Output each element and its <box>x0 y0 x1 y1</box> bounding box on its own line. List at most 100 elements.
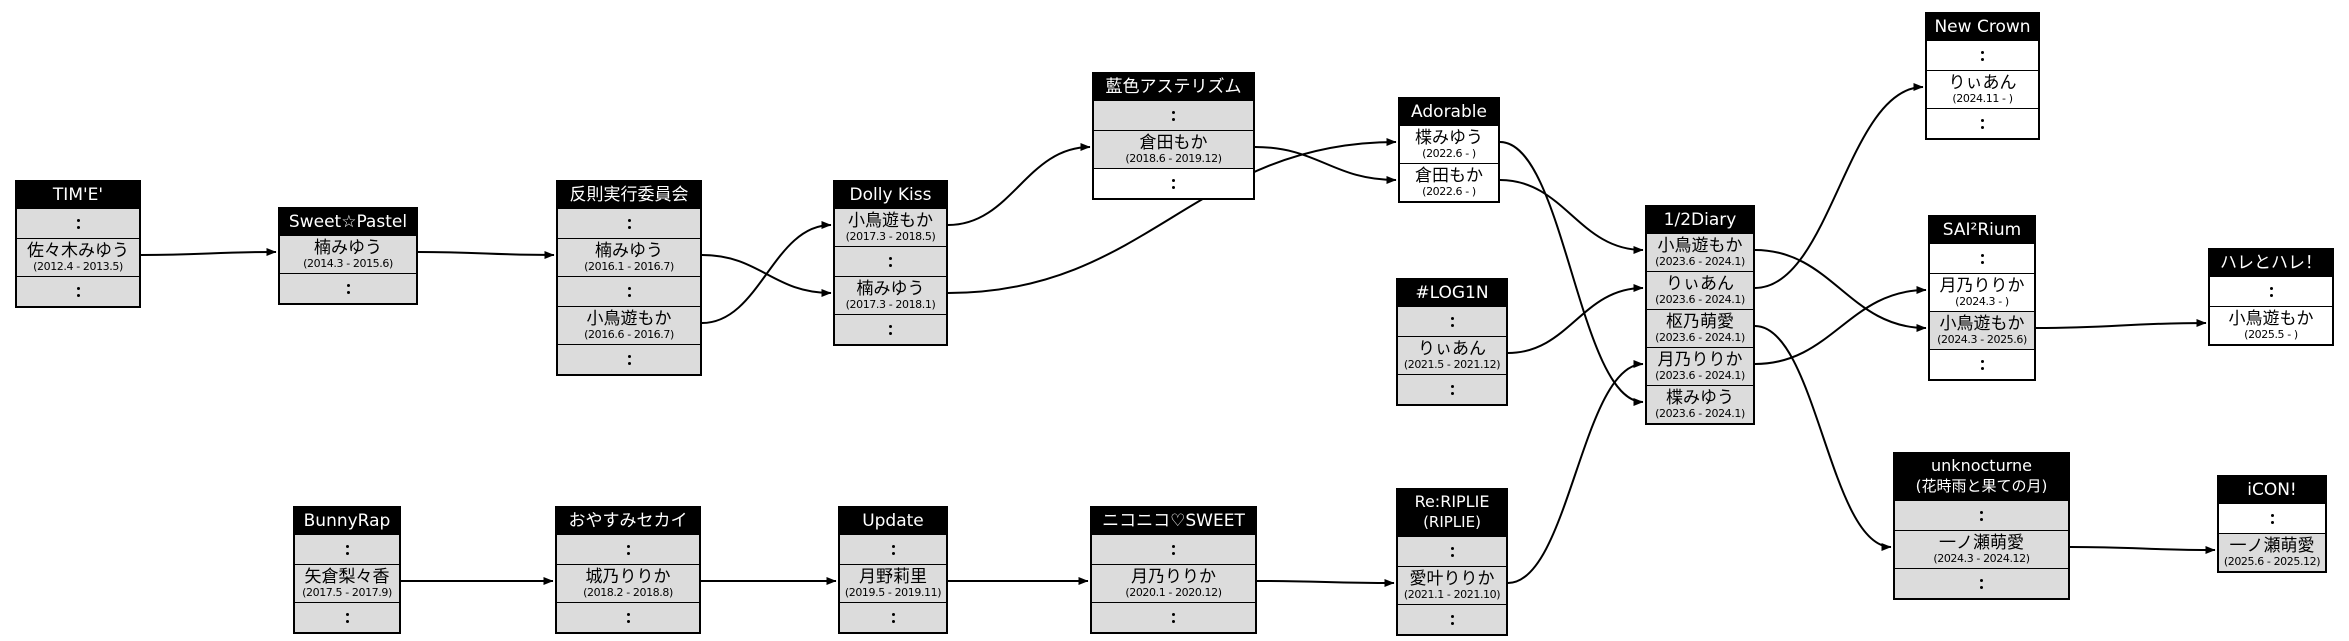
group-node-hansoku: 反則実行委員会楠みゆう(2016.1 - 2016.7)小鳥遊もか(2016.6… <box>556 180 702 376</box>
group-node-hare-to-hare: ハレとハレ！ 小鳥遊もか(2025.5 - ) <box>2208 248 2334 346</box>
ellipsis-row <box>557 534 699 564</box>
member-name: 矢倉梨々香 <box>304 567 390 587</box>
ellipsis-dot <box>626 619 630 623</box>
ellipsis-dot <box>891 544 895 548</box>
group-title: Sweet☆Pastel <box>288 212 408 232</box>
member-row: 小鳥遊もか(2024.3 - 2025.6) <box>1930 311 2034 349</box>
member-dates: (2024.3 - 2025.6) <box>1937 333 2027 346</box>
group-title: ニコニコ♡SWEET <box>1102 511 1245 531</box>
member-name: 楠みゆう <box>856 279 925 299</box>
member-row: 一ノ瀬萌愛(2024.3 - 2024.12) <box>1895 530 2068 568</box>
ellipsis-dot <box>76 286 80 290</box>
group-header: BunnyRap <box>295 508 399 534</box>
group-title: ハレとハレ！ <box>2220 253 2322 273</box>
member-row: 小鳥遊もか(2016.6 - 2016.7) <box>558 306 700 344</box>
member-dates: (2017.3 - 2018.5) <box>845 230 936 243</box>
member-dates: (2017.5 - 2017.9) <box>302 586 392 599</box>
group-title: #LOG1N <box>1415 283 1489 303</box>
group-title: 1/2Diary <box>1663 210 1737 230</box>
ellipsis-dot <box>1981 118 1984 122</box>
group-node-re-riplie: Re:RIPLIE(RIPLIE)愛叶りりか(2021.1 - 2021.10) <box>1396 488 1508 636</box>
member-name: 小鳥遊もか <box>848 211 933 231</box>
ellipsis-dot <box>626 544 630 548</box>
edge-half-diary-to-unknocturne <box>1754 325 1892 551</box>
member-dates: (2017.3 - 2018.1) <box>845 298 936 311</box>
ellipsis-dot <box>889 331 892 335</box>
group-title: Re:RIPLIE <box>1414 492 1490 511</box>
member-row: 小鳥遊もか(2025.5 - ) <box>2210 306 2332 344</box>
ellipsis-row <box>1930 349 2034 379</box>
group-title: Adorable <box>1411 102 1487 122</box>
ellipsis-dot <box>1981 50 1984 54</box>
edge-hansoku-to-dolly-kiss <box>701 221 832 324</box>
member-dates: (2025.5 - ) <box>2244 328 2298 341</box>
ellipsis-row <box>2210 276 2332 306</box>
member-dates: (2025.6 - 2025.12) <box>2223 555 2321 568</box>
ellipsis-dot <box>346 290 350 294</box>
member-dates: (2018.6 - 2019.12) <box>1125 152 1222 165</box>
ellipsis-dot <box>1980 260 1984 264</box>
ellipsis-dot <box>1172 612 1175 616</box>
ellipsis-row <box>835 246 946 276</box>
ellipsis-row <box>1895 568 2068 598</box>
member-name: 楪みゆう <box>1666 388 1734 408</box>
group-node-aiiro: 藍色アステリズム倉田もか(2018.6 - 2019.12) <box>1092 72 1255 200</box>
member-dates: (2018.2 - 2018.8) <box>583 586 673 599</box>
member-name: 愛叶りりか <box>1409 569 1495 589</box>
member-row: りぃあん(2024.11 - ) <box>1927 70 2038 108</box>
member-row: 佐々木みゆう(2012.4 - 2013.5) <box>17 238 139 276</box>
member-name: 倉田もか <box>1139 133 1208 153</box>
edge-half-diary-to-new-crown <box>1754 83 1924 289</box>
member-row: 倉田もか(2022.6 - ) <box>1400 163 1498 201</box>
ellipsis-dot <box>345 619 349 623</box>
edge-half-diary-to-sai2rium <box>1754 286 1927 365</box>
ellipsis-dot <box>1450 546 1454 550</box>
group-title: New Crown <box>1934 17 2031 37</box>
group-header: unknocturne(花時雨と果ての月) <box>1895 454 2068 500</box>
group-title: 藍色アステリズム <box>1105 77 1242 97</box>
member-name: 月野莉里 <box>859 567 927 587</box>
ellipsis-dot <box>889 263 892 267</box>
member-row: 倉田もか(2018.6 - 2019.12) <box>1094 130 1253 168</box>
member-row: 月野莉里(2019.5 - 2019.11) <box>840 564 946 602</box>
group-header: Update <box>840 508 946 534</box>
member-row: 小鳥遊もか(2023.6 - 2024.1) <box>1647 233 1753 271</box>
ellipsis-dot <box>1450 614 1454 618</box>
ellipsis-dot <box>889 324 892 328</box>
ellipsis-dot <box>1172 544 1175 548</box>
member-dates: (2022.6 - ) <box>1422 185 1476 198</box>
ellipsis-dot <box>1980 253 1984 257</box>
ellipsis-dot <box>891 551 895 555</box>
member-dates: (2016.6 - 2016.7) <box>584 328 674 341</box>
ellipsis-row <box>17 208 139 238</box>
ellipsis-dot <box>626 551 630 555</box>
member-dates: (2023.6 - 2024.1) <box>1655 293 1745 306</box>
ellipsis-dot <box>346 283 350 287</box>
ellipsis-dot <box>76 225 80 229</box>
ellipsis-row <box>840 602 946 632</box>
ellipsis-dot <box>1450 316 1454 320</box>
group-title: SAI²Rium <box>1942 220 2022 240</box>
member-row: 楪みゆう(2022.6 - ) <box>1400 125 1498 163</box>
member-row: 城乃りりか(2018.2 - 2018.8) <box>557 564 699 602</box>
group-header: SAI²Rium <box>1930 217 2034 243</box>
member-row: 楠みゆう(2016.1 - 2016.7) <box>558 238 700 276</box>
group-header: Re:RIPLIE(RIPLIE) <box>1398 490 1506 536</box>
group-header: ハレとハレ！ <box>2210 250 2332 276</box>
ellipsis-row <box>1927 108 2038 138</box>
member-dates: (2023.6 - 2024.1) <box>1655 369 1745 382</box>
member-name: 一ノ瀬萌愛 <box>1939 533 2024 553</box>
member-name: 楪みゆう <box>1415 128 1483 148</box>
group-title: Dolly Kiss <box>849 185 932 205</box>
member-row: 小鳥遊もか(2017.3 - 2018.5) <box>835 208 946 246</box>
member-name: 倉田もか <box>1415 166 1483 186</box>
member-row: 一ノ瀬萌愛(2025.6 - 2025.12) <box>2219 533 2325 571</box>
ellipsis-row <box>295 534 399 564</box>
ellipsis-dot <box>1980 585 1983 589</box>
member-name: 小鳥遊もか <box>1939 314 2025 334</box>
group-header: 1/2Diary <box>1647 207 1753 233</box>
ellipsis-dot <box>1980 517 1983 521</box>
